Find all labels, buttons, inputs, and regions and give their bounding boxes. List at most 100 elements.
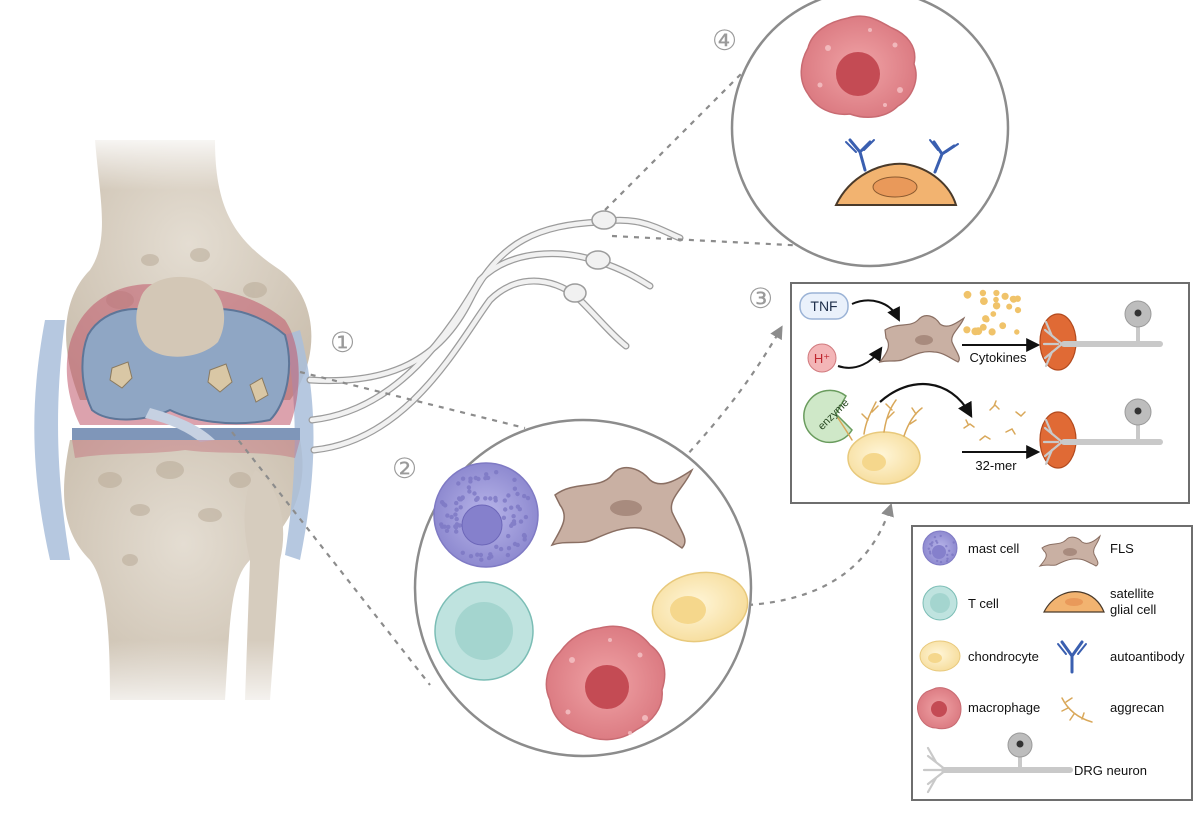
granule bbox=[509, 505, 514, 510]
cytokine-particle bbox=[979, 289, 987, 297]
legend-macrophage: macrophage bbox=[917, 687, 1040, 730]
granule bbox=[506, 493, 511, 498]
granule bbox=[475, 495, 480, 501]
fragment-label: 32-mer bbox=[975, 458, 1017, 473]
mast-cell bbox=[433, 462, 539, 568]
granule bbox=[946, 557, 949, 560]
granule bbox=[479, 557, 484, 562]
granule bbox=[466, 485, 472, 490]
granule bbox=[512, 477, 517, 482]
granule bbox=[439, 522, 444, 527]
cytokine-particle bbox=[1006, 303, 1013, 310]
cytokine-particle bbox=[974, 327, 983, 335]
granule bbox=[483, 476, 488, 481]
granule bbox=[445, 513, 450, 518]
granule bbox=[945, 545, 948, 548]
granule bbox=[525, 495, 531, 501]
chondrocyte-small bbox=[847, 431, 921, 485]
cytokine-particle bbox=[993, 289, 1000, 297]
mechanism-panel-3: TNF H⁺ Cytokines enzyme bbox=[790, 282, 1190, 504]
granule bbox=[439, 500, 445, 505]
granule bbox=[506, 546, 512, 551]
granule bbox=[935, 539, 938, 543]
legend-autoantibody bbox=[1057, 640, 1087, 674]
aggrecan-strands bbox=[837, 399, 923, 441]
autoantibody bbox=[845, 138, 959, 174]
granule bbox=[503, 507, 508, 512]
granule bbox=[936, 559, 939, 563]
granule bbox=[946, 553, 949, 557]
granule bbox=[948, 549, 951, 552]
proton-label: H⁺ bbox=[814, 351, 830, 366]
macrophage-cell bbox=[800, 15, 917, 119]
cytokine-particles bbox=[963, 289, 1022, 336]
cytokine-particle bbox=[988, 328, 996, 336]
legend-mast-cell: mast cell bbox=[922, 530, 1019, 566]
cytokine-particle bbox=[999, 322, 1007, 330]
granule bbox=[511, 519, 517, 524]
granule bbox=[945, 559, 949, 563]
tnf-badge: TNF bbox=[799, 292, 849, 320]
granule bbox=[467, 489, 472, 494]
granule bbox=[515, 504, 521, 509]
granule bbox=[453, 512, 458, 517]
granule bbox=[494, 544, 499, 549]
granule bbox=[484, 472, 489, 477]
granule bbox=[488, 552, 493, 557]
macrophage-cell-2 bbox=[545, 625, 666, 741]
legend-drg-neuron: DRG neuron bbox=[922, 732, 1147, 794]
patella bbox=[136, 276, 225, 357]
cartilage-lesions bbox=[109, 361, 269, 403]
medial-ligament bbox=[34, 320, 70, 560]
granule bbox=[460, 476, 466, 481]
granule bbox=[449, 514, 454, 520]
granule bbox=[493, 495, 498, 501]
drg-neuron-bottom bbox=[1039, 398, 1163, 469]
granule bbox=[468, 554, 474, 559]
legend-mast-cell-label: mast cell bbox=[968, 541, 1019, 556]
legend-aggrecan bbox=[1061, 697, 1093, 723]
granule bbox=[476, 476, 481, 482]
granule bbox=[505, 552, 511, 558]
granule bbox=[478, 552, 484, 558]
legend-t-cell: T cell bbox=[922, 585, 999, 621]
tnf-arrow bbox=[851, 299, 900, 322]
marker-1: ① bbox=[330, 326, 355, 359]
legend-aggrecan-label: aggrecan bbox=[1110, 700, 1164, 715]
granule bbox=[498, 546, 504, 552]
granule bbox=[446, 524, 451, 530]
legend-fls-label: FLS bbox=[1110, 541, 1134, 556]
granule bbox=[522, 537, 527, 542]
cytokine-particle bbox=[1014, 329, 1020, 335]
granule bbox=[488, 496, 493, 501]
legend-chondrocyte: chondrocyte bbox=[919, 640, 1039, 672]
legend-satellite-label-1: satellite bbox=[1110, 586, 1154, 601]
granule bbox=[444, 528, 450, 533]
legend-drg-neuron-label: DRG neuron bbox=[1074, 763, 1147, 778]
cytokine-particle bbox=[980, 297, 988, 305]
marker-4: ④ bbox=[712, 24, 737, 57]
meniscus bbox=[72, 428, 300, 440]
legend-chondrocyte-label: chondrocyte bbox=[968, 649, 1039, 664]
granule bbox=[494, 470, 499, 475]
granule bbox=[456, 496, 462, 501]
t-cell bbox=[434, 581, 534, 681]
cytokine-particle bbox=[1014, 307, 1022, 314]
granule bbox=[522, 532, 527, 538]
granule bbox=[460, 495, 465, 501]
cytokine-particle bbox=[979, 323, 987, 331]
tibia-bone bbox=[64, 440, 303, 700]
satellite-glial-cell bbox=[834, 162, 958, 206]
legend-macrophage-label: macrophage bbox=[968, 700, 1040, 715]
drg-somata bbox=[563, 210, 617, 303]
granule bbox=[460, 550, 465, 555]
legend-autoantibody-label: autoantibody bbox=[1110, 649, 1185, 664]
legend-satellite-label-2: glial cell bbox=[1110, 602, 1156, 617]
fls-cell-small bbox=[878, 315, 966, 363]
cytokine-particle bbox=[982, 315, 990, 323]
cytokine-particle bbox=[993, 296, 999, 303]
chondrocyte-cell bbox=[651, 571, 749, 643]
granule bbox=[951, 553, 954, 557]
subchondral-inflammation bbox=[72, 440, 300, 458]
